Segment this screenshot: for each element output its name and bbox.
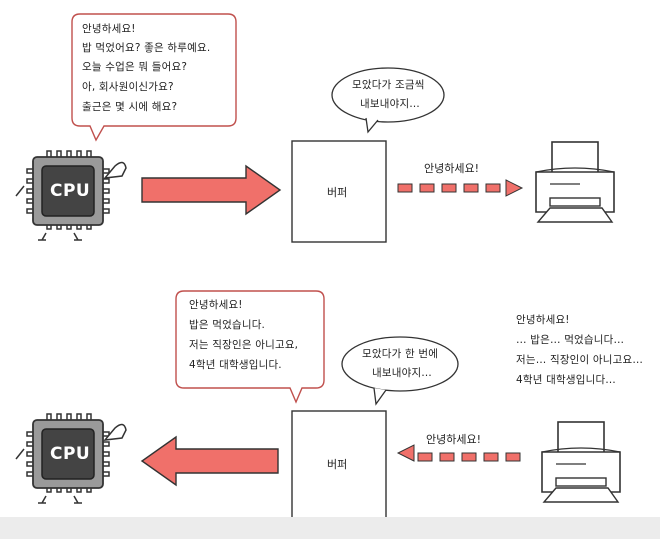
cpu-bubble-line: 아, 회사원이신가요? xyxy=(82,81,174,93)
buffer-box-bottom xyxy=(291,410,387,521)
buffer-speech-bubble-bottom xyxy=(341,336,459,392)
printer-output-line: 안녕하세요! xyxy=(516,314,570,326)
cpu-bubble-line: 출근은 몇 시에 해요? xyxy=(82,101,178,113)
cpu-bubble-line: 안녕하세요! xyxy=(189,299,243,311)
cpu-label: CPU xyxy=(50,181,91,201)
buffer-label: 버퍼 xyxy=(327,186,348,199)
printer-top xyxy=(535,141,615,223)
printer-bottom xyxy=(541,421,621,503)
cpu-label: CPU xyxy=(50,444,91,464)
cpu-bubble-line: 4학년 대학생입니다. xyxy=(189,359,282,371)
buffer-bubble-line: 모았다가 조금씩 xyxy=(352,79,425,91)
cpu-bubble-line: 오늘 수업은 뭐 들어요? xyxy=(82,61,188,73)
cpu-speech-bubble-bottom xyxy=(175,290,325,404)
cpu-bubble-line: 밥은 먹었습니다. xyxy=(189,319,266,331)
cpu-bubble-line: 저는 직장인은 아니고요, xyxy=(189,339,299,351)
buffer-box-top xyxy=(291,140,387,243)
cpu-bubble-line: 안녕하세요! xyxy=(82,23,136,35)
buffer-to-printer-dashed-arrow xyxy=(397,179,524,197)
buffer-label: 버퍼 xyxy=(327,458,348,471)
buffer-to-cpu-arrow xyxy=(140,435,279,487)
buffer-bubble-line: 내보내야지… xyxy=(360,98,420,110)
printer-output-line: … 밥은… 먹었습니다… xyxy=(516,334,625,346)
cpu-speech-bubble-top xyxy=(71,13,237,142)
buffer-bubble-line: 모았다가 한 번에 xyxy=(362,348,439,360)
buffer-speech-bubble-top xyxy=(331,67,445,123)
dashed-arrow-label: 안녕하세요! xyxy=(426,433,482,446)
cpu-bubble-line: 밥 먹었어요? 좋은 하루예요. xyxy=(82,42,211,54)
buffer-bubble-line: 내보내야지… xyxy=(372,367,432,379)
printer-output-line: 저는… 직장인이 아니고요… xyxy=(516,354,644,366)
cpu-to-buffer-arrow xyxy=(141,164,282,216)
dashed-arrow-label: 안녕하세요! xyxy=(424,162,480,175)
printer-output-line: 4학년 대학생입니다… xyxy=(516,374,616,386)
printer-to-buffer-dashed-arrow xyxy=(396,444,521,462)
